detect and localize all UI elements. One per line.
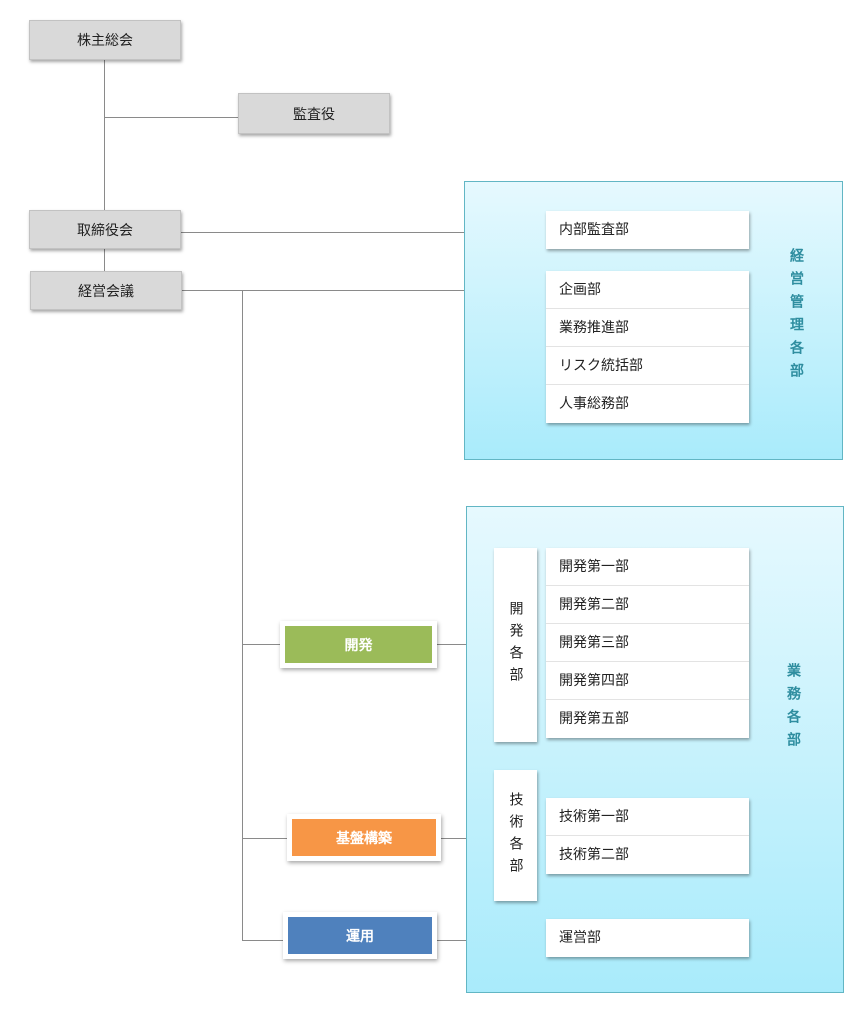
internal-audit-box: 内部監査部	[546, 211, 749, 249]
development-dept-list: 開発第一部 開発第二部 開発第三部 開発第四部 開発第五部	[546, 548, 749, 738]
operations-division-box: 運用	[283, 912, 437, 959]
operations-panel-label: 業務各部	[785, 663, 801, 755]
dept-item-tech-2: 技術第二部	[546, 836, 749, 874]
infrastructure-division-fill: 基盤構築	[292, 819, 436, 856]
connector-development	[242, 644, 280, 645]
dept-item-dev-3: 開発第三部	[546, 624, 749, 662]
connector-planning	[181, 290, 546, 291]
connector-infrastructure	[242, 838, 287, 839]
connector-division-trunk	[242, 290, 243, 940]
development-division-box: 開発	[280, 621, 437, 668]
connector-internal-audit	[180, 232, 546, 233]
management-dept-list: 企画部 業務推進部 リスク統括部 人事総務部	[546, 271, 749, 423]
dept-item-planning: 企画部	[546, 271, 749, 309]
dept-item-dev-2: 開発第二部	[546, 586, 749, 624]
operations-dept-label: 運営部	[546, 919, 749, 957]
connector-auditor	[104, 117, 238, 118]
management-meeting-label: 経営会議	[78, 283, 134, 300]
operations-dept-box: 運営部	[546, 919, 749, 957]
directors-box: 取締役会	[29, 210, 181, 249]
dept-item-business-promotion: 業務推進部	[546, 309, 749, 347]
internal-audit-label: 内部監査部	[546, 211, 749, 249]
shareholders-label: 株主総会	[77, 33, 133, 49]
dept-item-hr-general-affairs: 人事総務部	[546, 385, 749, 423]
infrastructure-division-label: 基盤構築	[336, 830, 392, 847]
development-division-fill: 開発	[285, 626, 432, 663]
connector-shareholders-directors	[104, 60, 105, 210]
dept-item-dev-4: 開発第四部	[546, 662, 749, 700]
shareholders-box: 株主総会	[29, 20, 181, 60]
dept-item-dev-1: 開発第一部	[546, 548, 749, 586]
connector-operations	[242, 940, 283, 941]
management-meeting-box: 経営会議	[30, 271, 182, 310]
technology-group-box: 技術各部	[494, 770, 537, 901]
infrastructure-division-box: 基盤構築	[287, 814, 441, 861]
dept-item-tech-1: 技術第一部	[546, 798, 749, 836]
connector-directors-meeting	[104, 249, 105, 271]
technology-group-label: 技術各部	[507, 791, 524, 880]
dept-item-risk-management: リスク統括部	[546, 347, 749, 385]
directors-label: 取締役会	[77, 222, 133, 239]
development-group-label: 開発各部	[507, 601, 524, 689]
management-panel-label: 経営管理各部	[788, 248, 804, 386]
development-group-box: 開発各部	[494, 548, 537, 742]
connector-development-group	[437, 644, 494, 645]
auditor-box: 監査役	[238, 93, 390, 134]
development-division-label: 開発	[344, 637, 373, 654]
operations-division-label: 運用	[346, 928, 374, 945]
auditor-label: 監査役	[293, 106, 335, 123]
dept-item-dev-5: 開発第五部	[546, 700, 749, 738]
operations-division-fill: 運用	[288, 917, 432, 954]
technology-dept-list: 技術第一部 技術第二部	[546, 798, 749, 874]
